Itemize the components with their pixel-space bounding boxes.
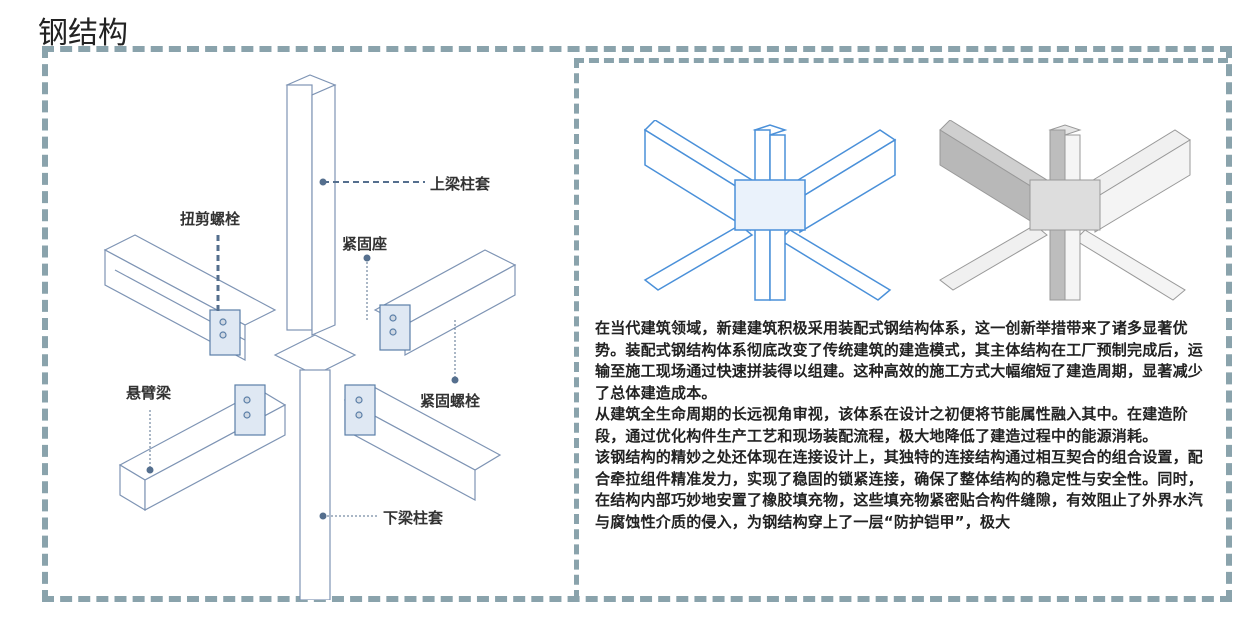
description-text: 在当代建筑领域，新建建筑积极采用装配式钢结构体系，这一创新举措带来了诸多显著优势… [595, 318, 1215, 533]
label-fastening-bolt: 紧固螺栓 [420, 392, 481, 410]
inner-dashed-frame [574, 58, 1228, 600]
column-upper [285, 74, 337, 336]
description-paragraph-2: 从建筑全生命周期的长远视角审视，该体系在设计之初便将节能属性融入其中。在建造阶段… [595, 405, 1188, 445]
leader-lines [146, 178, 459, 520]
grey-joint-render [939, 120, 1191, 301]
label-cantilever-beam: 悬臂梁 [126, 384, 172, 402]
page-title: 钢结构 [38, 16, 128, 51]
label-fastening-seat: 紧固座 [342, 235, 388, 253]
outer-dashed-frame [42, 46, 1232, 602]
description-paragraph-3: 该钢结构的精妙之处还体现在连接设计上，其独特的连接结构通过相互契合的组合设置，配… [595, 448, 1204, 531]
blue-joint-render [643, 120, 897, 301]
label-upper-sleeve: 上梁柱套 [430, 175, 491, 193]
column-lower [299, 369, 331, 600]
steel-joint-diagram [103, 74, 517, 600]
joint-plate [273, 334, 357, 376]
label-lower-sleeve: 下梁柱套 [383, 509, 444, 527]
description-paragraph-1: 在当代建筑领域，新建建筑积极采用装配式钢结构体系，这一创新举措带来了诸多显著优势… [595, 319, 1204, 402]
label-torsion-bolt: 扭剪螺栓 [180, 210, 241, 228]
